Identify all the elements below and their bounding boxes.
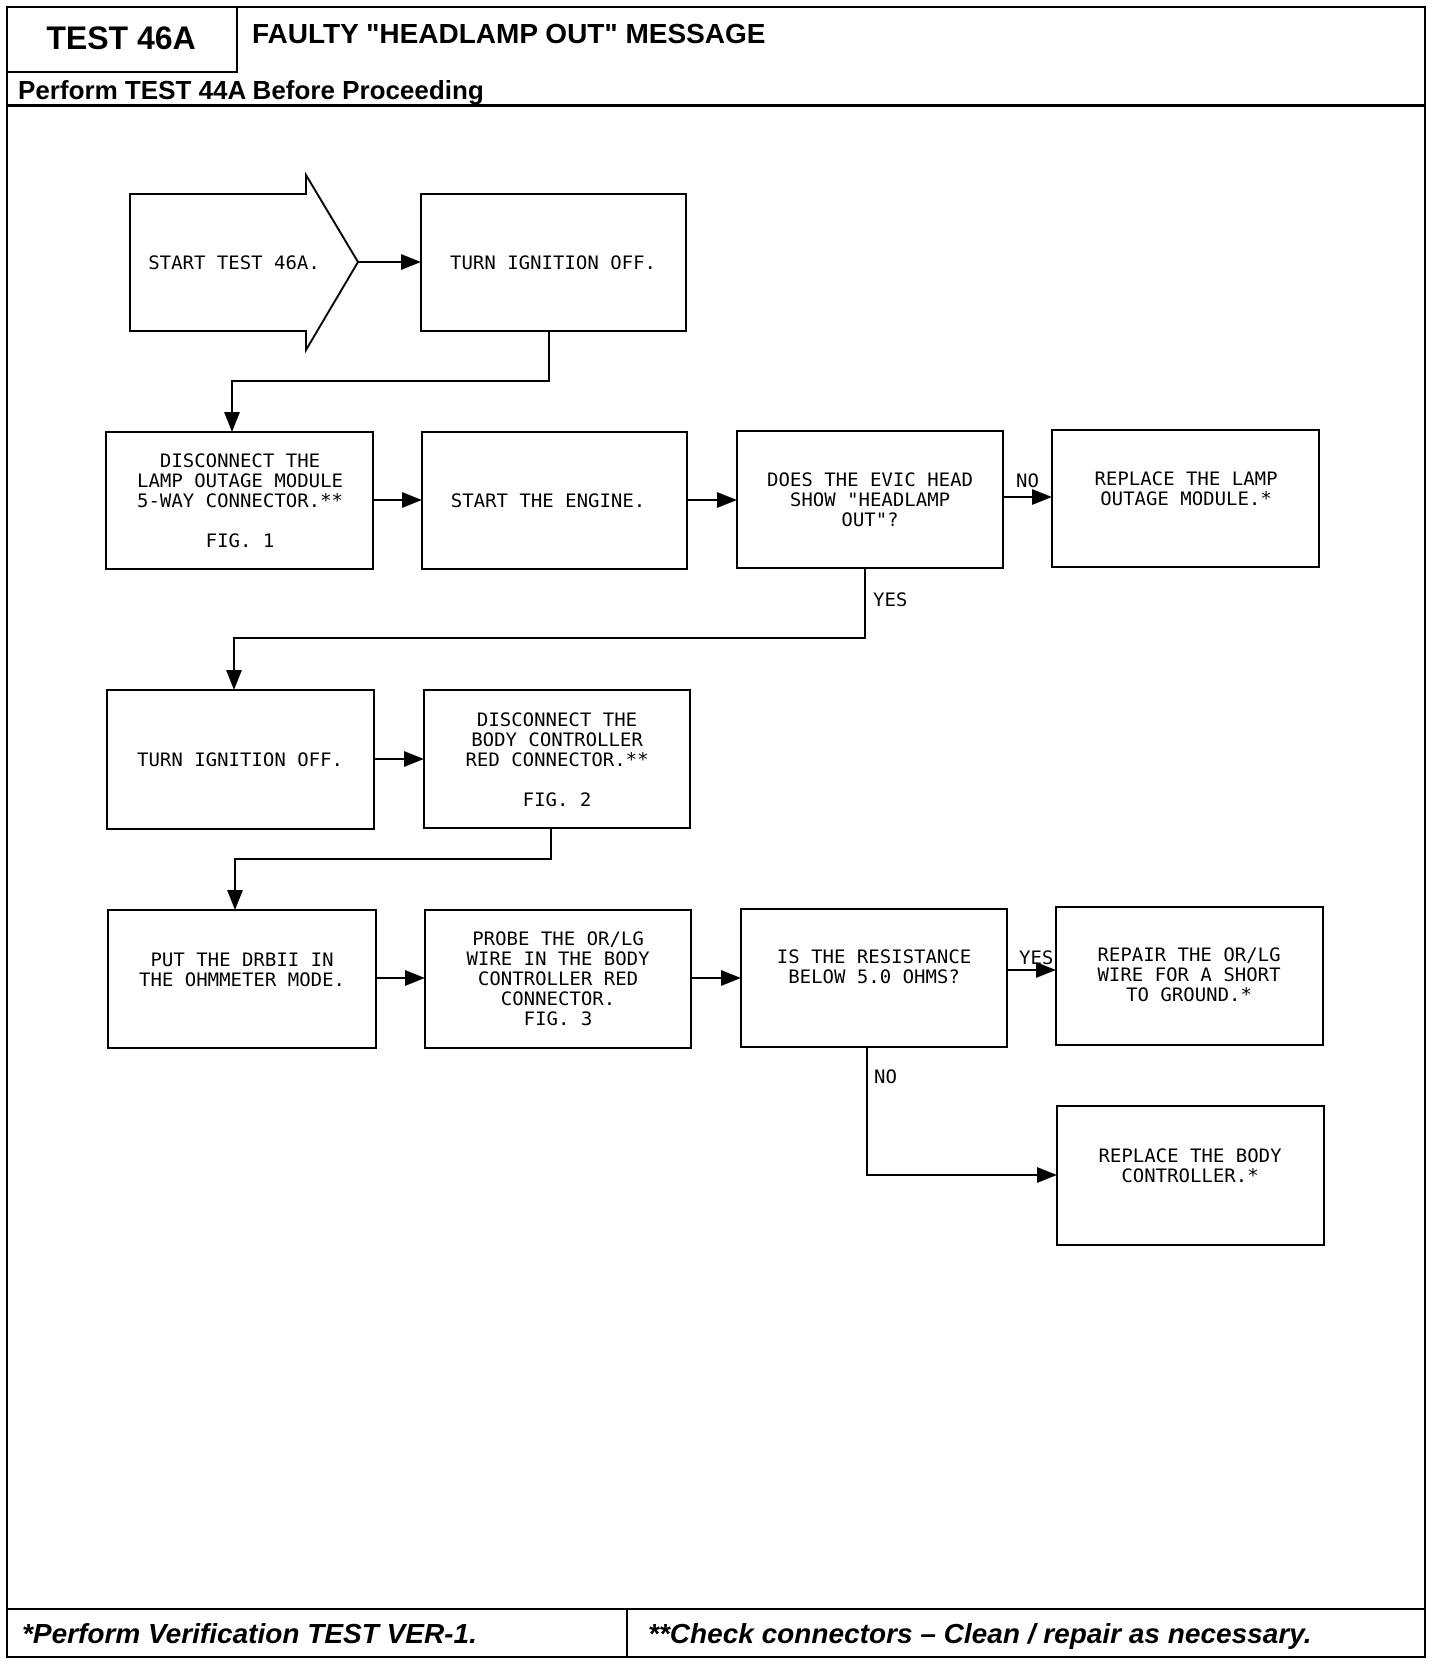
node-text-line: TURN IGNITION OFF. [137, 749, 343, 771]
node-box-replace-bc [1056, 1105, 1325, 1246]
node-text-line: DOES THE EVIC HEAD [767, 469, 973, 491]
node-ign-off-2: TURN IGNITION OFF. [137, 749, 343, 771]
footer-verification-note: *Perform Verification TEST VER-1. [6, 1608, 628, 1658]
node-box-disconnect-bc [423, 689, 691, 829]
node-start-engine: START THE ENGINE. [451, 490, 645, 512]
node-text-line: START TEST 46A. [148, 252, 320, 274]
node-text-line: WIRE FOR A SHORT [1097, 964, 1280, 986]
node-text-line: FIG. 1 [206, 530, 275, 552]
node-text-line: TO GROUND.* [1126, 984, 1252, 1006]
edge-ign-to-disconnect [224, 331, 550, 432]
page-title: FAULTY "HEADLAMP OUT" MESSAGE [252, 18, 766, 49]
footer-connector-note: **Check connectors – Clean / repair as n… [628, 1608, 1426, 1658]
node-text-line: BELOW 5.0 OHMS? [788, 966, 960, 988]
start-arrow-shape [129, 171, 360, 354]
node-text-line: PROBE THE OR/LG [472, 928, 644, 950]
node-text-line: CONTROLLER RED [478, 968, 638, 990]
node-text-line: DISCONNECT THE [160, 450, 320, 472]
node-box-replace-lom [1051, 429, 1320, 568]
prerequisite-text: Perform TEST 44A Before Proceeding [18, 75, 484, 105]
node-text-line: 5-WAY CONNECTOR.** [137, 490, 343, 512]
edge-label-evic-no: NO [1016, 470, 1039, 492]
node-text-line: IS THE RESISTANCE [777, 946, 971, 968]
edge-label-evic-yes: YES [873, 589, 907, 611]
node-text-line: DISCONNECT THE [477, 709, 637, 731]
page-frame [6, 6, 1426, 1658]
node-text-line: REPAIR THE OR/LG [1097, 944, 1280, 966]
node-text-line: OUTAGE MODULE.* [1100, 488, 1272, 510]
node-text-line: FIG. 2 [523, 789, 592, 811]
node-box-resist-q [740, 908, 1008, 1048]
edge-label-resist-yes: YES [1019, 947, 1053, 969]
node-text-line: WIRE IN THE BODY [466, 948, 650, 970]
node-text-line: RED CONNECTOR.** [465, 749, 648, 771]
node-box-ign-off-1 [420, 193, 687, 332]
node-text-line: FIG. 3 [524, 1008, 593, 1030]
node-text-line: SHOW "HEADLAMP [790, 489, 950, 511]
node-text-line: TURN IGNITION OFF. [450, 252, 656, 274]
edge-resist-no [866, 1047, 1057, 1183]
node-ign-off-1: TURN IGNITION OFF. [450, 252, 656, 274]
node-start: START TEST 46A. [148, 252, 320, 274]
node-box-repair-wire [1055, 906, 1324, 1046]
edge-evic-yes [226, 568, 866, 690]
node-text-line: PUT THE DRBII IN [150, 949, 333, 971]
node-box-evic-q [736, 430, 1004, 569]
edge-disconnect-bc-to-drb [227, 828, 552, 910]
edge-label-resist-no: NO [874, 1066, 897, 1088]
node-text-line: THE OHMMETER MODE. [139, 969, 345, 991]
node-text-line: CONNECTOR. [501, 988, 615, 1010]
prerequisite-bar: Perform TEST 44A Before Proceeding [6, 73, 1426, 107]
node-text-line: LAMP OUTAGE MODULE [137, 470, 343, 492]
node-text-line: CONTROLLER.* [1121, 1165, 1258, 1187]
node-text-line: OUT"? [841, 509, 898, 531]
node-text-line: REPLACE THE LAMP [1094, 468, 1277, 490]
node-text-line: START THE ENGINE. [451, 490, 645, 512]
test-id: TEST 46A [6, 6, 238, 73]
node-text-line: BODY CONTROLLER [471, 729, 643, 751]
node-text-line: REPLACE THE BODY [1098, 1145, 1282, 1167]
